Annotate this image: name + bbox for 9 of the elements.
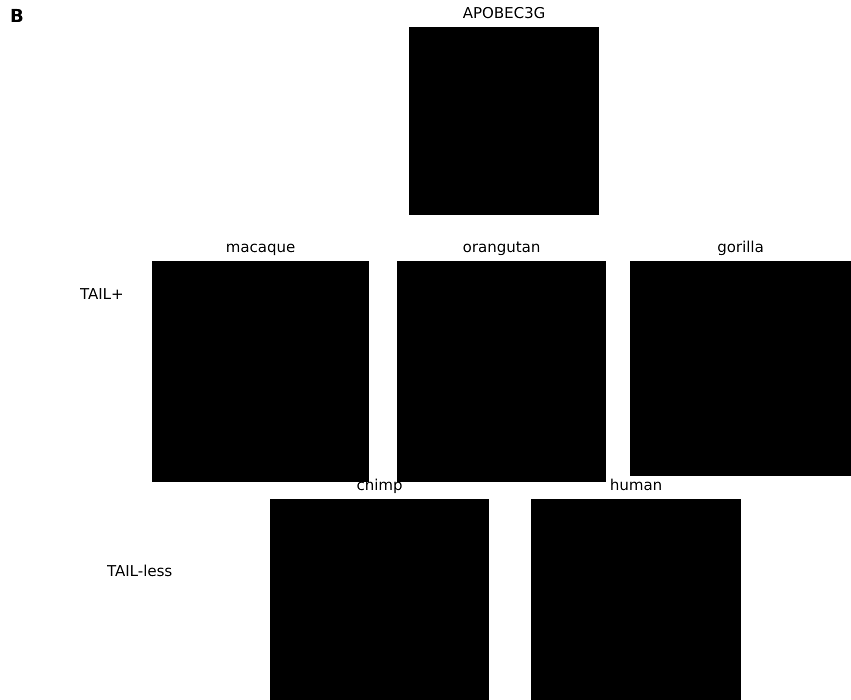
panel-heading: gorilla	[716, 237, 765, 257]
row-label: TAIL-less	[107, 562, 172, 580]
row-label: TAIL+	[80, 285, 124, 303]
panel-heading: macaque	[224, 237, 296, 257]
panel-heading: human	[608, 475, 664, 495]
panel-letter: B	[10, 6, 24, 27]
panel-heading: chimp	[355, 475, 404, 495]
panel-heading: APOBEC3G	[462, 3, 546, 23]
panel-heading: orangutan	[462, 237, 542, 257]
